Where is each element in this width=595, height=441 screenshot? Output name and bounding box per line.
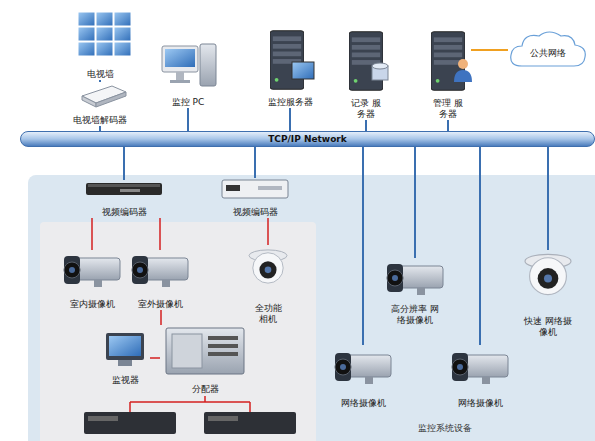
device-label: 分配器 (192, 384, 219, 395)
camera: 室内摄像机 (60, 250, 124, 310)
network-link (414, 147, 416, 258)
network-link (447, 120, 449, 131)
distributor-icon (166, 328, 244, 374)
video-cable (267, 218, 269, 245)
region-label: 监控系统设备 (418, 423, 472, 434)
device-label: 室内摄像机 (70, 299, 115, 310)
camera-icon (132, 256, 188, 287)
device-label: 管理 服务器 (433, 98, 463, 120)
camera: 高分辨率 网络摄像机 (380, 258, 450, 326)
server-icon (349, 32, 383, 91)
device-label: 监控 PC (172, 97, 205, 108)
network-link (254, 147, 256, 178)
video-cable (91, 218, 93, 250)
camera: 室外摄像机 (128, 250, 192, 310)
device-label: 快速 网络摄像机 (524, 316, 572, 338)
monitor-pc: 监控 PC (158, 40, 218, 108)
camera-icon (452, 353, 508, 384)
device-label: 室外摄像机 (138, 299, 183, 310)
encoder-icon (86, 183, 162, 195)
camera-icon (335, 353, 391, 384)
network-bus: TCP/IP Network (20, 131, 595, 147)
pc-icon (162, 44, 216, 86)
system-region (28, 175, 595, 441)
device-label: 全功能 相机 (253, 303, 283, 325)
dome-icon (525, 254, 571, 294)
monitor-icon (106, 333, 144, 366)
network-link (99, 80, 101, 82)
device-label: 监视器 (112, 375, 139, 386)
bus-label: TCP/IP Network (268, 134, 347, 145)
wire (130, 396, 250, 412)
device-label: 监控服务器 (268, 97, 313, 108)
device-label: 公共网络 (530, 48, 566, 59)
monitor: 监视器 (100, 330, 150, 386)
video-cable (150, 357, 160, 359)
person-icon (454, 59, 472, 82)
screen-icon (292, 62, 314, 79)
device-label: 记录 服务器 (351, 98, 381, 120)
encoder-icon (222, 180, 288, 198)
decoder-icon (82, 86, 126, 107)
tv-wall-icon (78, 12, 131, 56)
video-cable (159, 218, 161, 250)
cloud: 公共网络 (508, 30, 588, 70)
video-encoder: 视频编码器 (84, 180, 164, 218)
analog-region (40, 222, 316, 441)
network-link (289, 108, 291, 131)
network-link (471, 49, 508, 51)
device-label: 网络摄像机 (341, 398, 386, 409)
video-cable (160, 310, 162, 325)
camera-icon (387, 264, 443, 295)
network-link (365, 120, 367, 131)
tv-wall: 电视墙 (67, 8, 133, 80)
network-link (547, 147, 549, 250)
dome-icon (249, 250, 287, 283)
network-link (362, 147, 364, 345)
system-region: 监控系统设备 视频编码器 视频编码器室内摄像机 室外摄像机 全功能 相机监视器分配器 高分… (28, 175, 595, 441)
dome-camera: 全功能 相机 (240, 245, 296, 325)
network-link (123, 147, 125, 180)
cloud-outline (511, 32, 586, 66)
distributor: 分配器 (160, 325, 250, 395)
server: 管理 服务器 (425, 28, 471, 120)
network-link (187, 108, 189, 131)
camera: 网络摄像机 (330, 345, 396, 409)
server-icon (270, 31, 304, 90)
device-label: 电视墙解码器 (73, 115, 127, 126)
dome-camera: 快速 网络摄像机 (510, 250, 586, 338)
camera: 网络摄像机 (447, 345, 513, 409)
device-label: 视频编码器 (102, 207, 147, 218)
decoder: 电视墙解码器 (67, 82, 133, 126)
device-label: 网络摄像机 (458, 398, 503, 409)
device-label: 高分辨率 网络摄像机 (391, 304, 439, 326)
server: 监控服务器 (262, 28, 318, 108)
server: 记录 服务器 (343, 28, 389, 120)
camera-icon (64, 256, 120, 287)
video-encoder: 视频编码器 (220, 178, 290, 218)
network-link (479, 147, 481, 345)
device-label: 视频编码器 (233, 207, 278, 218)
recorder-icon (84, 412, 296, 434)
device-label: 电视墙 (87, 69, 114, 80)
database-icon (372, 63, 388, 80)
